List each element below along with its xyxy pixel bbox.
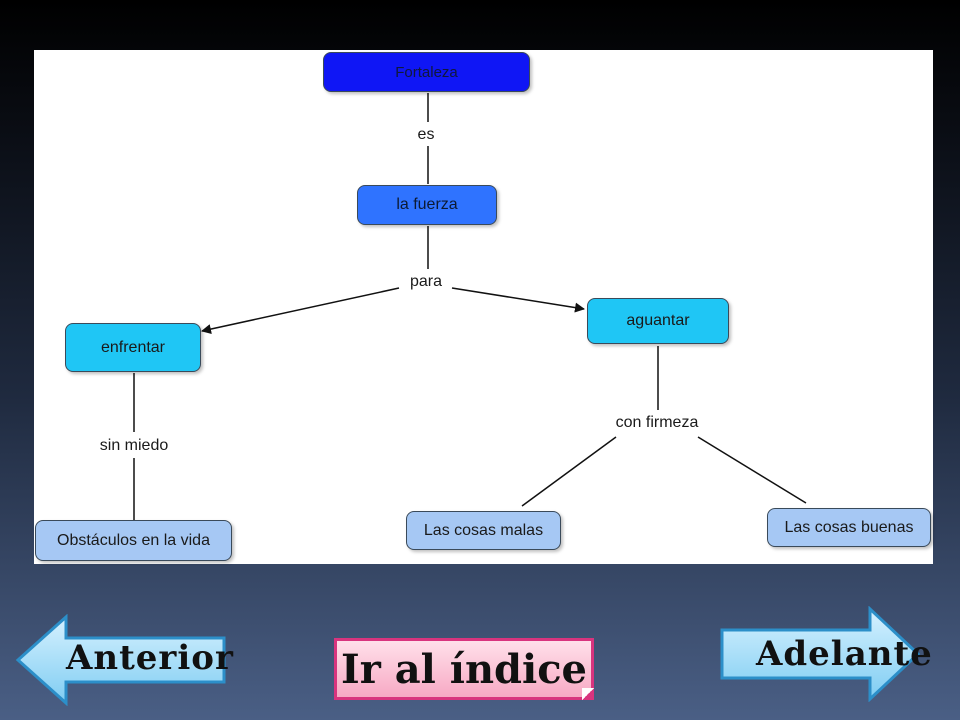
adelante-button[interactable]: Adelante	[718, 605, 932, 703]
link-line-confirmeza-buenas	[697, 436, 807, 504]
anterior-label: Anterior	[66, 638, 234, 678]
node-la-fuerza: la fuerza	[357, 185, 497, 225]
index-label: Ir al índice	[341, 645, 587, 693]
node-obstaculos: Obstáculos en la vida	[35, 520, 232, 561]
node-cosas-buenas: Las cosas buenas	[767, 508, 931, 547]
arrow-para-aguantar	[451, 287, 585, 313]
node-cosas-malas: Las cosas malas	[406, 511, 561, 550]
link-label-para: para	[405, 273, 447, 291]
concept-map-canvas: Fortaleza la fuerza enfrentar aguantar O…	[34, 50, 933, 564]
node-fortaleza: Fortaleza	[323, 52, 530, 92]
link-label-sin-miedo: sin miedo	[95, 437, 173, 455]
index-button[interactable]: Ir al índice	[334, 638, 594, 700]
concept-map-links	[133, 93, 807, 520]
node-enfrentar: enfrentar	[65, 323, 201, 372]
page-fold-icon	[582, 688, 594, 700]
arrow-para-enfrentar	[201, 287, 400, 334]
node-aguantar: aguantar	[587, 298, 729, 344]
adelante-label: Adelante	[756, 634, 933, 674]
right-arrow-icon	[720, 605, 921, 703]
left-arrow-icon	[15, 613, 226, 707]
link-label-con-firmeza: con firmeza	[611, 414, 703, 432]
link-label-es: es	[413, 126, 439, 144]
anterior-button[interactable]: Anterior	[14, 613, 233, 707]
link-line-confirmeza-malas	[521, 436, 617, 507]
